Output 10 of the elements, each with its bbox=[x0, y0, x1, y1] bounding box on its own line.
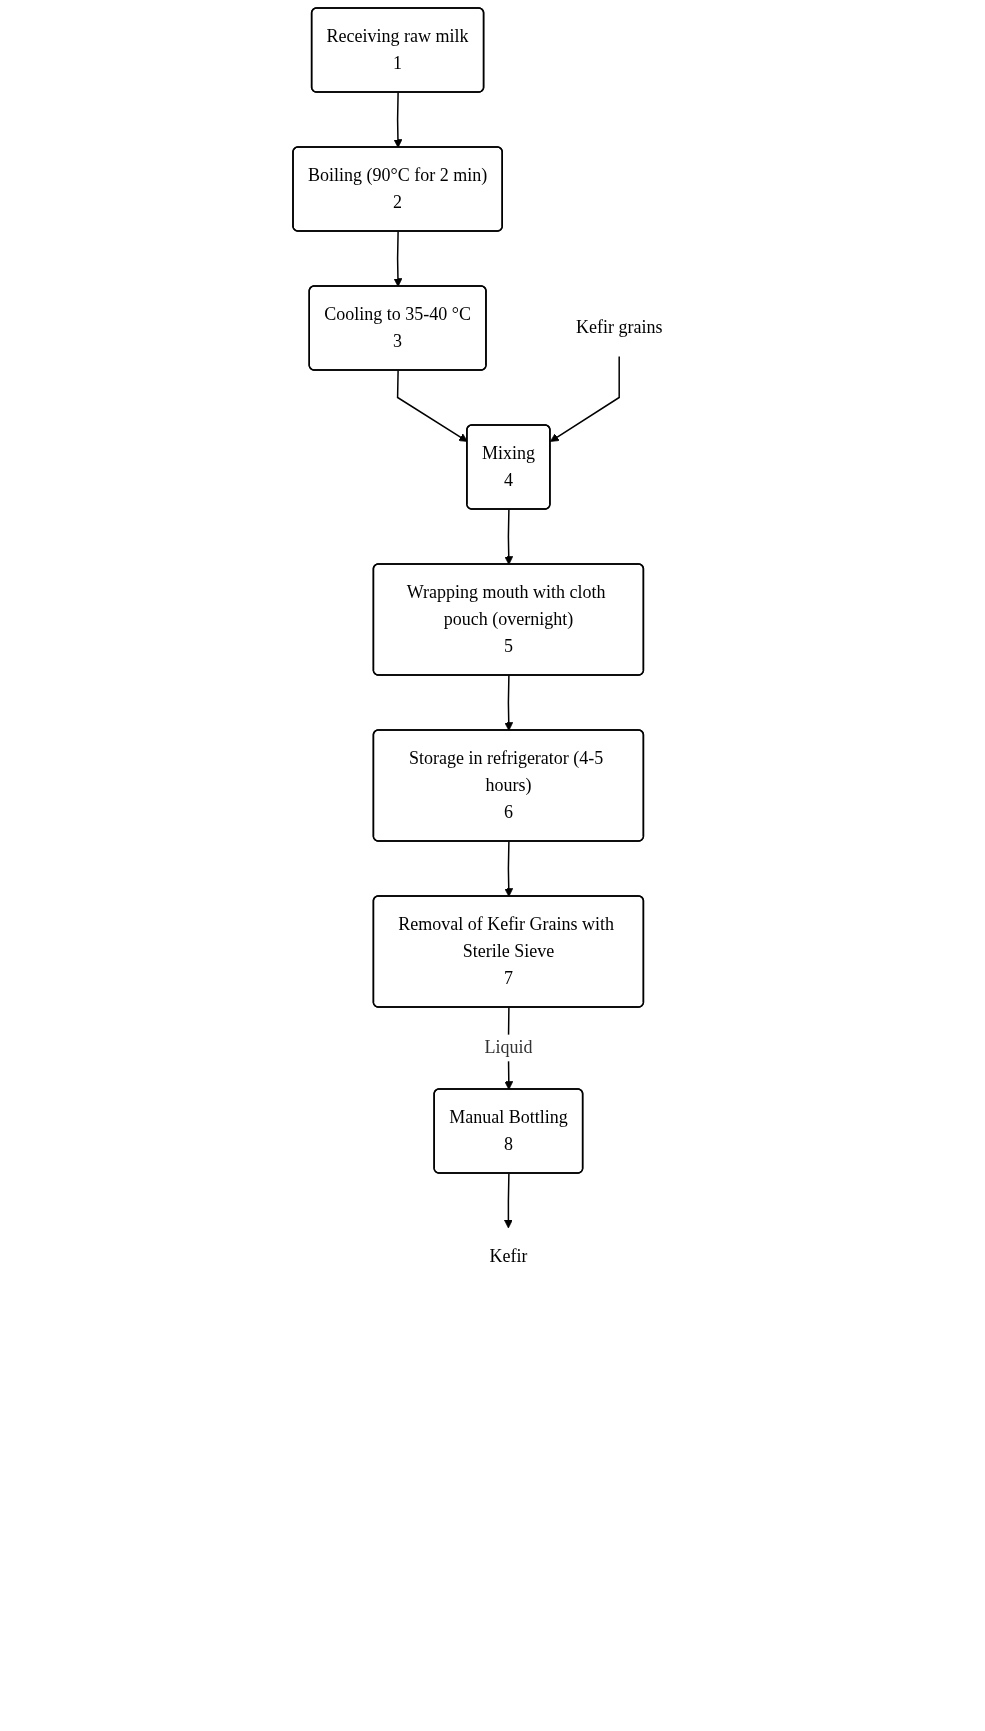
node-text: Kefir grains bbox=[575, 317, 663, 338]
arrow bbox=[503, 1172, 513, 1229]
arrow bbox=[393, 91, 403, 148]
arrow bbox=[504, 674, 513, 731]
node-text: Kefir bbox=[489, 1245, 528, 1266]
arrow bbox=[504, 508, 513, 565]
arrow bbox=[549, 355, 620, 442]
arrow bbox=[393, 230, 403, 287]
arrow bbox=[504, 840, 513, 897]
edge-label: Liquid bbox=[484, 1037, 533, 1058]
